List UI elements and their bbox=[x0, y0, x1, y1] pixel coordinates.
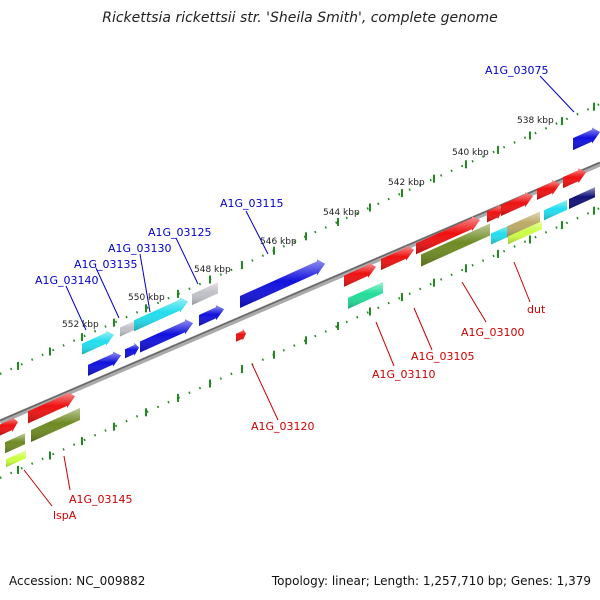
gene-feature[interactable] bbox=[569, 187, 595, 209]
gene-label[interactable]: A1G_03100 bbox=[461, 326, 525, 339]
scale-label: 540 kbp bbox=[452, 148, 489, 158]
gene-label[interactable]: A1G_03130 bbox=[108, 242, 172, 255]
gene-feature[interactable] bbox=[491, 224, 511, 245]
gene-features bbox=[0, 127, 600, 468]
gene-label[interactable]: A1G_03125 bbox=[148, 226, 212, 239]
gene-feature[interactable] bbox=[487, 204, 503, 223]
callout-line bbox=[461, 281, 487, 323]
gene-feature[interactable] bbox=[120, 321, 134, 337]
gene-feature[interactable] bbox=[0, 417, 18, 436]
gene-feature[interactable] bbox=[348, 282, 383, 309]
gene-label[interactable]: A1G_03105 bbox=[411, 350, 475, 363]
scale-ticks bbox=[17, 102, 595, 474]
callout-line bbox=[175, 237, 199, 285]
callout-line bbox=[65, 285, 87, 331]
accession-text: Accession: NC_009882 bbox=[9, 574, 146, 588]
gene-feature[interactable] bbox=[134, 297, 188, 332]
scale-label: 538 kbp bbox=[517, 116, 554, 126]
callout-line bbox=[251, 363, 279, 421]
gene-feature[interactable] bbox=[544, 199, 567, 221]
gene-label[interactable]: A1G_03120 bbox=[251, 420, 315, 433]
gene-feature[interactable] bbox=[236, 328, 246, 342]
gene-feature[interactable] bbox=[507, 211, 540, 238]
gene-feature[interactable] bbox=[381, 245, 414, 271]
gene-feature[interactable] bbox=[125, 343, 139, 359]
gene-feature[interactable] bbox=[416, 216, 480, 255]
scale-label: 542 kbp bbox=[388, 178, 425, 188]
callout-line bbox=[375, 321, 395, 367]
gene-feature[interactable] bbox=[199, 305, 224, 326]
callout-line bbox=[95, 267, 120, 319]
scale-label: 546 kbp bbox=[260, 237, 297, 247]
gene-feature[interactable] bbox=[88, 351, 121, 376]
scale-label: 548 kbp bbox=[194, 265, 231, 275]
gene-feature[interactable] bbox=[573, 127, 600, 151]
callout-line bbox=[413, 307, 433, 351]
callout-line bbox=[245, 210, 269, 255]
gene-feature[interactable] bbox=[563, 168, 586, 189]
gene-feature[interactable] bbox=[82, 330, 114, 355]
topology-text: Topology: linear; Length: 1,257,710 bp; … bbox=[271, 574, 591, 588]
gene-callouts bbox=[23, 75, 575, 507]
callout-line bbox=[63, 455, 71, 491]
gene-label[interactable]: A1G_03110 bbox=[372, 368, 436, 381]
gene-feature[interactable] bbox=[5, 433, 25, 454]
callout-line bbox=[513, 261, 531, 303]
gene-feature[interactable] bbox=[421, 223, 490, 267]
gene-label[interactable]: dut bbox=[527, 303, 546, 316]
gene-feature[interactable] bbox=[192, 282, 218, 306]
gene-label[interactable]: lspA bbox=[53, 509, 77, 522]
scale-label: 550 kbp bbox=[128, 293, 165, 303]
gene-feature[interactable] bbox=[140, 319, 193, 353]
map-title: Rickettsia rickettsii str. 'Sheila Smith… bbox=[102, 10, 498, 26]
callout-line bbox=[139, 253, 151, 313]
gene-label[interactable]: A1G_03145 bbox=[69, 493, 133, 506]
gene-feature[interactable] bbox=[537, 179, 560, 200]
gene-feature[interactable] bbox=[508, 221, 542, 245]
gene-feature[interactable] bbox=[28, 391, 75, 424]
gene-feature[interactable] bbox=[344, 262, 376, 287]
gene-label[interactable]: A1G_03115 bbox=[220, 197, 284, 210]
scale-label: 544 kbp bbox=[323, 208, 360, 218]
gene-feature[interactable] bbox=[240, 259, 325, 308]
gene-feature[interactable] bbox=[31, 408, 80, 443]
gene-label[interactable]: A1G_03140 bbox=[35, 274, 99, 287]
gene-feature[interactable] bbox=[501, 192, 533, 217]
callout-line bbox=[23, 469, 53, 507]
gene-label[interactable]: A1G_03135 bbox=[74, 258, 138, 271]
scale-label: 552 kbp bbox=[62, 320, 99, 330]
gene-feature[interactable] bbox=[6, 450, 26, 468]
gene-label[interactable]: A1G_03075 bbox=[485, 64, 549, 77]
callout-line bbox=[539, 75, 575, 113]
